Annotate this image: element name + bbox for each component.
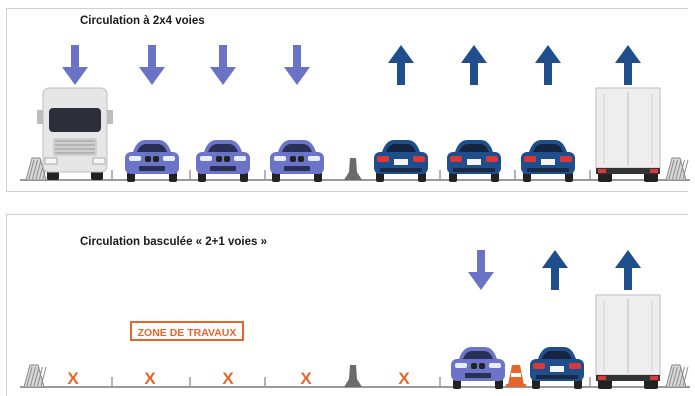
closed-lane-marker: X xyxy=(222,369,234,388)
arrow-down-icon xyxy=(62,45,88,85)
central-barrier-icon xyxy=(344,158,362,180)
closed-lane-marker: X xyxy=(300,369,312,388)
arrow-up-icon xyxy=(542,250,568,290)
vehicle-car-front xyxy=(270,140,324,182)
arrow-up-icon xyxy=(535,45,561,85)
barrier-right-icon xyxy=(665,157,689,181)
vehicle-car-rear xyxy=(530,347,584,389)
closed-lane-marker: X xyxy=(67,369,79,388)
arrow-up-icon xyxy=(461,45,487,85)
vehicle-truck-rear xyxy=(595,87,661,182)
works-zone-label: ZONE DE TRAVAUX xyxy=(130,321,244,341)
vehicle-truck-front xyxy=(37,87,113,180)
vehicle-car-front xyxy=(196,140,250,182)
arrow-up-icon xyxy=(615,250,641,290)
arrow-up-icon xyxy=(388,45,414,85)
closed-lane-marker: X xyxy=(398,369,410,388)
arrow-down-icon xyxy=(284,45,310,85)
barrier-left-icon xyxy=(23,364,47,388)
central-barrier-icon xyxy=(344,365,362,387)
vehicle-car-rear xyxy=(521,140,575,182)
vehicle-cone xyxy=(506,365,526,387)
closed-lane-marker: X xyxy=(144,369,156,388)
arrow-down-icon xyxy=(139,45,165,85)
arrow-down-icon xyxy=(468,250,494,290)
panel-2-title: Circulation basculée « 2+1 voies » xyxy=(80,236,267,248)
vehicle-truck-rear xyxy=(595,294,661,389)
vehicle-car-rear xyxy=(447,140,501,182)
arrow-up-icon xyxy=(615,45,641,85)
vehicle-car-rear xyxy=(374,140,428,182)
arrow-down-icon xyxy=(210,45,236,85)
vehicle-car-front xyxy=(125,140,179,182)
vehicle-car-front xyxy=(451,347,505,389)
barrier-right-icon xyxy=(665,364,689,388)
panel-1-title: Circulation à 2x4 voies xyxy=(80,15,205,27)
